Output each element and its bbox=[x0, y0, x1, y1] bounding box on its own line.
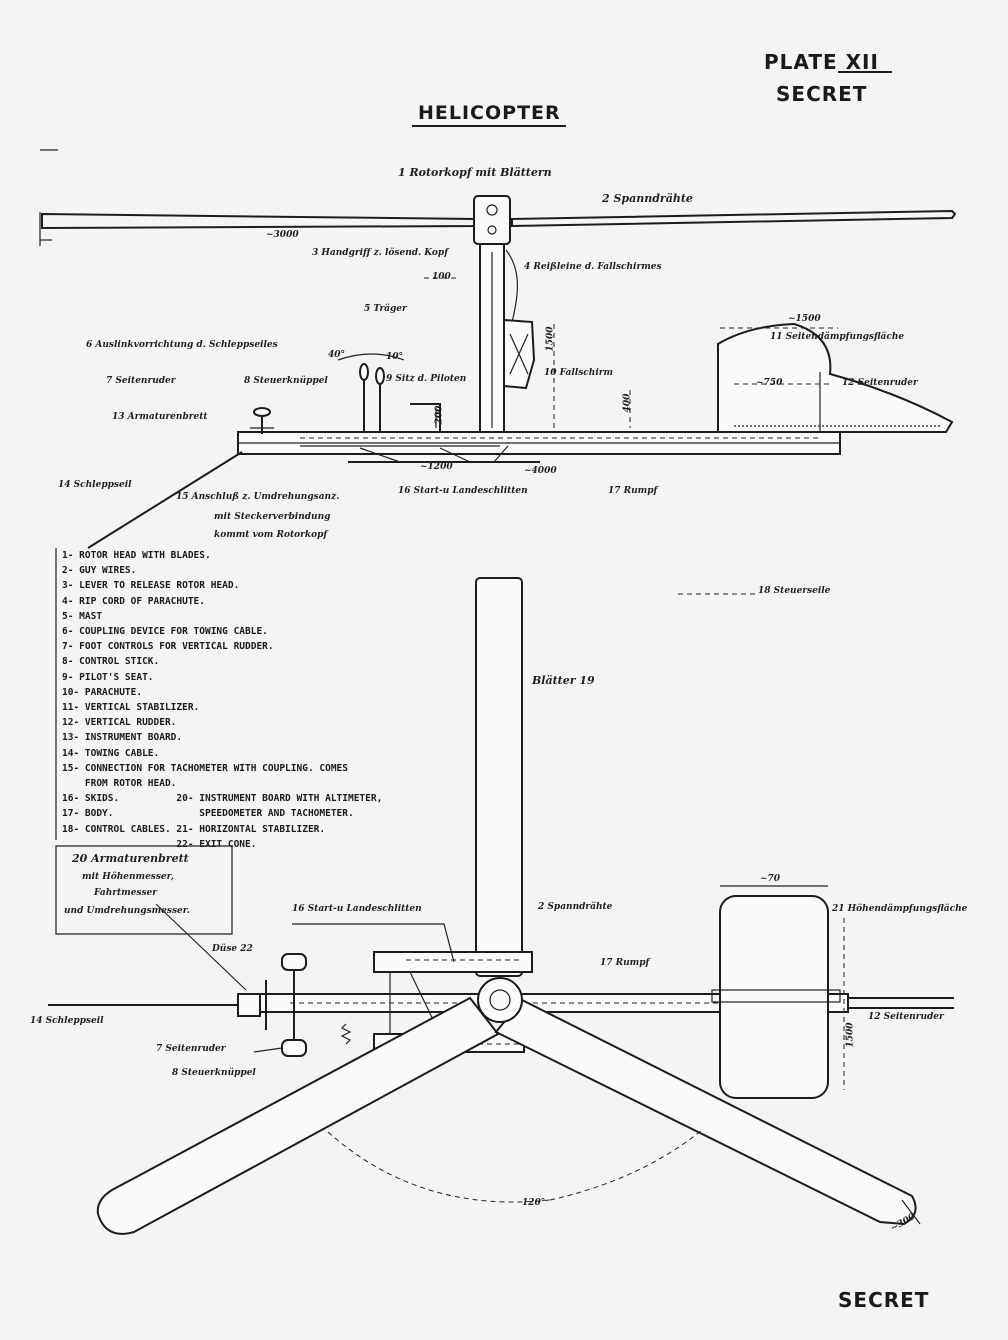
label-tacho-1: 15 Anschluß z. Umdrehungsanz. bbox=[176, 492, 340, 502]
label-rudder-top: 12 Seitenruder bbox=[868, 1012, 944, 1022]
label-horiz-stab: 21 Höhendämpfungsfläche bbox=[832, 904, 968, 914]
exit-cone-top bbox=[237, 953, 307, 1057]
inst20-box bbox=[55, 845, 233, 935]
dim-rotor-span: ~3000 bbox=[266, 230, 299, 240]
legend-item: 12- VERTICAL RUDDER. bbox=[62, 717, 177, 729]
legend-item: 15- CONNECTION FOR TACHOMETER WITH COUPL… bbox=[62, 762, 348, 774]
label-tacho-3: kommt vom Rotorkopf bbox=[214, 530, 328, 540]
rotor-head-side bbox=[473, 195, 511, 245]
label-exit-cone: Düse 22 bbox=[212, 944, 253, 954]
angle-arc bbox=[327, 1131, 551, 1203]
vertical-stabilizer-side bbox=[717, 322, 954, 433]
dim-vert-stab: ~1500 bbox=[788, 314, 821, 324]
fuselage-side bbox=[237, 431, 841, 455]
plate-number: PLATE XII bbox=[764, 50, 879, 74]
label-body-17: 17 Rumpf bbox=[608, 486, 658, 496]
rotor-blade-vertical bbox=[475, 577, 523, 977]
legend-item: 7- FOOT CONTROLS FOR VERTICAL RUDDER. bbox=[62, 641, 274, 653]
label-rudder-7-top: 7 Seitenruder bbox=[156, 1044, 226, 1054]
label-guy-wires-top: 2 Spanndrähte bbox=[538, 902, 613, 912]
legend-item: 13- INSTRUMENT BOARD. bbox=[62, 732, 183, 744]
fuselage-top bbox=[237, 993, 954, 1013]
label-control-cables: 18 Steuerseile bbox=[758, 586, 831, 596]
legend-item: FROM ROTOR HEAD. bbox=[62, 778, 177, 790]
label-tacho-2: mit Steckerverbindung bbox=[214, 512, 331, 522]
skids-side bbox=[300, 445, 540, 463]
secret-stamp-bottom: SECRET bbox=[838, 1288, 930, 1312]
legend-item: 1- ROTOR HEAD WITH BLADES. bbox=[62, 550, 211, 561]
instrument-board-side bbox=[250, 407, 274, 434]
legend-item: 6- COUPLING DEVICE FOR TOWING CABLE. bbox=[62, 626, 268, 638]
label-seat-9: 9 Sitz d. Piloten bbox=[386, 374, 467, 384]
label-inst20-1: 20 Armaturenbrett bbox=[72, 852, 189, 865]
legend-item: 9- PILOT'S SEAT. bbox=[62, 671, 154, 683]
label-stick-top: 8 Steuerknüppel bbox=[172, 1068, 256, 1078]
legend-item: 4- RIP CORD OF PARACHUTE. bbox=[62, 595, 205, 607]
seat-side bbox=[410, 403, 441, 432]
label-inst20-2: mit Höhenmesser, bbox=[82, 872, 174, 882]
label-release: 6 Auslinkvorrichtung d. Schleppseiles bbox=[86, 340, 278, 350]
label-body-top: 17 Rumpf bbox=[600, 958, 650, 968]
label-mast: 5 Träger bbox=[364, 304, 407, 314]
dim-seat-height: 200 bbox=[434, 405, 445, 425]
label-skids-16-top: 16 Start-u Landeschlitten bbox=[292, 904, 422, 914]
dim-body-length: ~4000 bbox=[524, 466, 557, 476]
secret-stamp-top: SECRET bbox=[776, 82, 868, 106]
label-vert-stab: 11 Seitendämpfungsfläche bbox=[770, 332, 905, 342]
top-view bbox=[48, 548, 954, 1235]
label-parachute: 10 Fallschirm bbox=[544, 368, 613, 378]
side-view bbox=[39, 149, 957, 549]
label-blades: Blätter 19 bbox=[532, 674, 595, 687]
label-stick-8: 8 Steuerknüppel bbox=[244, 376, 328, 386]
legend-item: 2- GUY WIRES. bbox=[62, 565, 137, 577]
label-inst20-3: Fahrtmesser bbox=[94, 888, 158, 898]
label-inst20-4: und Umdrehungsmesser. bbox=[64, 906, 190, 916]
legend-item: 5- MAST bbox=[62, 610, 103, 622]
legend-item: 18- CONTROL CABLES. 21- HORIZONTAL STABI… bbox=[62, 823, 326, 835]
label-guy-wires: 2 Spanndrähte bbox=[602, 192, 693, 205]
tow-cable-side bbox=[87, 451, 243, 549]
drawing-title: HELICOPTER bbox=[418, 102, 561, 124]
legend-item: 11- VERTICAL STABILIZER. bbox=[62, 702, 200, 714]
dim-angle-40: 40° bbox=[328, 350, 346, 360]
rip-cord-line bbox=[505, 249, 518, 323]
label-rip-cord: 4 Reißleine d. Fallschirmes bbox=[524, 262, 662, 272]
legend-item: 10- PARACHUTE. bbox=[62, 686, 143, 698]
dim-stab-length: 1500 bbox=[845, 1022, 856, 1048]
legend-item: 22- EXIT CONE. bbox=[62, 838, 257, 850]
legend-item: 8- CONTROL STICK. bbox=[62, 656, 160, 668]
rotor-blade-lower-left bbox=[96, 996, 500, 1235]
parts-legend: 1- ROTOR HEAD WITH BLADES. 2- GUY WIRES.… bbox=[62, 548, 382, 852]
horizontal-stabilizer-top bbox=[719, 895, 829, 1099]
label-tow-top: 14 Schleppseil bbox=[30, 1016, 104, 1026]
label-tow-cable: 14 Schleppseil bbox=[58, 480, 132, 490]
label-instrument-13: 13 Armaturenbrett bbox=[112, 412, 208, 422]
legend-item: 3- LEVER TO RELEASE ROTOR HEAD. bbox=[62, 580, 240, 592]
rotor-hub-top bbox=[477, 977, 523, 1023]
dim-angle-10: 10° bbox=[386, 352, 404, 362]
dim-stab-width: ~70 bbox=[760, 874, 781, 884]
label-rudder-7: 7 Seitenruder bbox=[106, 376, 176, 386]
label-handgrip: 3 Handgriff z. lösend. Kopf bbox=[312, 248, 449, 258]
legend-item: 16- SKIDS. 20- INSTRUMENT BOARD WITH ALT… bbox=[62, 793, 383, 805]
dim-angle-120: 120° bbox=[522, 1198, 546, 1208]
label-rudder-12: 12 Seitenruder bbox=[842, 378, 918, 388]
legend-item: 17- BODY. SPEEDOMETER AND TACHOMETER. bbox=[62, 808, 354, 820]
dim-400: 400 bbox=[622, 393, 633, 413]
dim-mast-height: 1500 bbox=[545, 326, 556, 352]
dim-skid-length: ~1200 bbox=[420, 462, 453, 472]
legend-item: 14- TOWING CABLE. bbox=[62, 747, 160, 759]
label-rotor-head: 1 Rotorkopf mit Blättern bbox=[398, 166, 552, 179]
dim-100: 100 bbox=[432, 272, 451, 282]
label-skids-16: 16 Start-u Landeschlitten bbox=[398, 486, 528, 496]
dim-750: ~750 bbox=[756, 378, 783, 388]
